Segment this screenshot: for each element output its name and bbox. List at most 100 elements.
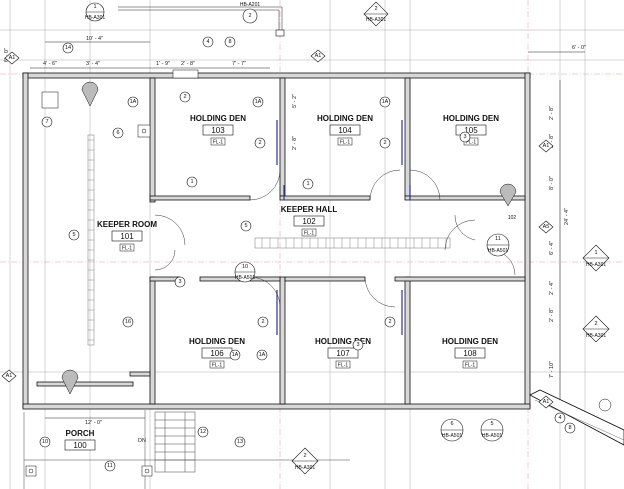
keynote-5: 5 (72, 232, 75, 238)
grid-tag-a1-left-top: A1 (9, 55, 16, 61)
grid-tags: A1 A1 A1 A1 A5 A1 (1, 49, 554, 409)
ref-bottom-a-num: 6 (450, 421, 453, 427)
room-104-name: HOLDING DEN (317, 114, 373, 123)
room-102-finish: FL-1 (304, 231, 315, 237)
grid-tag-a1-left-bottom: A1 (6, 373, 13, 379)
keynote-3-c: 3 (356, 342, 359, 348)
ref-bottom-b-sheet: HB-A501 (482, 433, 503, 439)
top-rail (118, 6, 285, 37)
ref-top-mid-sheet: HB-A201 (240, 2, 261, 8)
room-101: KEEPER ROOM 101 FL-1 (97, 220, 157, 252)
section-marker-top-mid: HB-A201 2 (240, 2, 261, 24)
dim-right-g: 2' - 8" (549, 308, 555, 322)
detail-marker-bottom-a: 6 HB-A501 (440, 418, 464, 442)
ref-bottom-mid-num: 2 (303, 453, 306, 459)
ref-right-upper-sheet: HB-A301 (586, 262, 607, 268)
keynote-1-a: 1 (306, 181, 309, 187)
keynotes: 14 4 6 8 7 5 5 1A 1A 1A 2 2 2 2 2 3 3 3 … (39, 36, 576, 472)
room-105: HOLDING DEN 105 FL-1 (443, 114, 499, 146)
ref-right-lower-sheet: HB-A301 (586, 333, 607, 339)
keynote-13: 13 (237, 439, 243, 445)
room-107-number: 107 (336, 349, 350, 358)
keynote-11: 11 (107, 463, 113, 469)
dim-left-a: 6' - 0" (4, 48, 10, 62)
keynote-2-c: 2 (383, 140, 386, 146)
room-103-finish: FL-1 (213, 140, 224, 146)
ref-bottom-a-sheet: HB-A501 (442, 433, 463, 439)
ref-right-lower-num: 2 (594, 321, 597, 327)
keynote-2-e: 2 (388, 319, 391, 325)
dim-right-d: 24' - 4" (564, 208, 570, 225)
ref-hall-num: 11 (495, 236, 501, 242)
keynote-8-right: 8 (568, 425, 571, 431)
dim-porch: 12' - 0" (85, 420, 102, 426)
room-101-number: 101 (120, 232, 134, 241)
room-104-number: 104 (338, 126, 352, 135)
keynote-14: 14 (65, 45, 71, 51)
ref-hall-sheet: HB-A501 (488, 248, 509, 254)
dim-right-f: 2' - 4" (549, 281, 555, 295)
room-107-finish: FL-1 (338, 363, 349, 369)
stair-dn: DN (138, 438, 146, 444)
ref-top-left-sheet: HB-A301 (85, 15, 106, 21)
keynote-3-a: 3 (178, 279, 181, 285)
dimensions: 10' - 4" 4' - 6" 3' - 4" 1' - 9" 2' - 8"… (4, 36, 586, 444)
room-102: KEEPER HALL 102 FL-1 (281, 205, 338, 237)
room-108-finish: FL-1 (465, 363, 476, 369)
keynote-2-d: 2 (261, 319, 264, 325)
section-marker-bottom-mid: 2 HB-A301 (291, 447, 319, 475)
detail-marker-hall: 11 HB-A501 (486, 233, 510, 257)
room-107-name: HOLDING DEN (315, 337, 371, 346)
room-102-number: 102 (302, 217, 316, 226)
room-101-finish: FL-1 (122, 246, 133, 252)
ref-center-num: 10 (242, 264, 248, 270)
ref-top-right-sheet: HB-A301 (366, 17, 387, 23)
fixtures (25, 69, 612, 477)
dim-top-c: 1' - 9" (156, 61, 170, 67)
dim-mid-a: 5' - 2" (292, 94, 298, 108)
room-106-number: 106 (210, 349, 224, 358)
glazing (276, 120, 411, 335)
section-marker-top-right: 2 HB-A301 (363, 1, 389, 27)
keynote-4-right: 4 (558, 415, 561, 421)
keynote-3-b: 3 (463, 134, 466, 140)
exterior-walls (22, 72, 531, 410)
section-marker-right-lower: 2 HB-A301 (582, 315, 610, 343)
room-108-number: 108 (463, 349, 477, 358)
room-106-finish: FL-1 (212, 363, 223, 369)
room-105-name: HOLDING DEN (443, 114, 499, 123)
dim-top-a: 4' - 6" (43, 61, 57, 67)
keynote-2-a: 2 (183, 94, 186, 100)
room-103-name: HOLDING DEN (190, 114, 246, 123)
dim-mid-b: 2' - 8" (292, 136, 298, 150)
room-103: HOLDING DEN 103 FL-1 (190, 114, 246, 146)
keynote-1a-c: 1A (382, 99, 389, 105)
keynote-8: 8 (228, 39, 231, 45)
keynote-1a-e: 1A (259, 352, 266, 358)
section-marker-top-left: 1 HB-A301 (85, 2, 106, 22)
ref-bottom-b-num: 5 (490, 421, 493, 427)
ref-corner-num: 102 (508, 215, 517, 221)
ref-top-left-num: 1 (93, 4, 96, 10)
room-106-name: HOLDING DEN (189, 337, 245, 346)
elevation-marker-corner: 102 (499, 183, 517, 221)
keynote-16: 16 (125, 319, 131, 325)
ref-top-right-num: 2 (374, 6, 377, 12)
dim-top-right: 6' - 0" (572, 45, 586, 51)
keynote-1-b: 1 (190, 179, 193, 185)
room-107: HOLDING DEN 107 FL-1 (315, 337, 371, 369)
ref-top-mid-num: 2 (248, 13, 251, 19)
detail-marker-bottom-b: 5 HB-A501 (480, 418, 504, 442)
dim-right-e: 6' - 4" (549, 241, 555, 255)
dim-top-e: 7' - 7" (232, 61, 246, 67)
keynote-7: 7 (45, 119, 48, 125)
room-101-name: KEEPER ROOM (97, 220, 157, 229)
keynote-10: 10 (42, 439, 48, 445)
dim-right-b: 2' - 8" (549, 134, 555, 148)
dim-top-overall: 10' - 4" (86, 36, 103, 42)
room-100: PORCH 100 (64, 429, 96, 451)
dim-right-c: 8' - 0" (549, 176, 555, 190)
room-104-finish: FL-1 (340, 140, 351, 146)
room-105-finish: FL-1 (466, 140, 477, 146)
